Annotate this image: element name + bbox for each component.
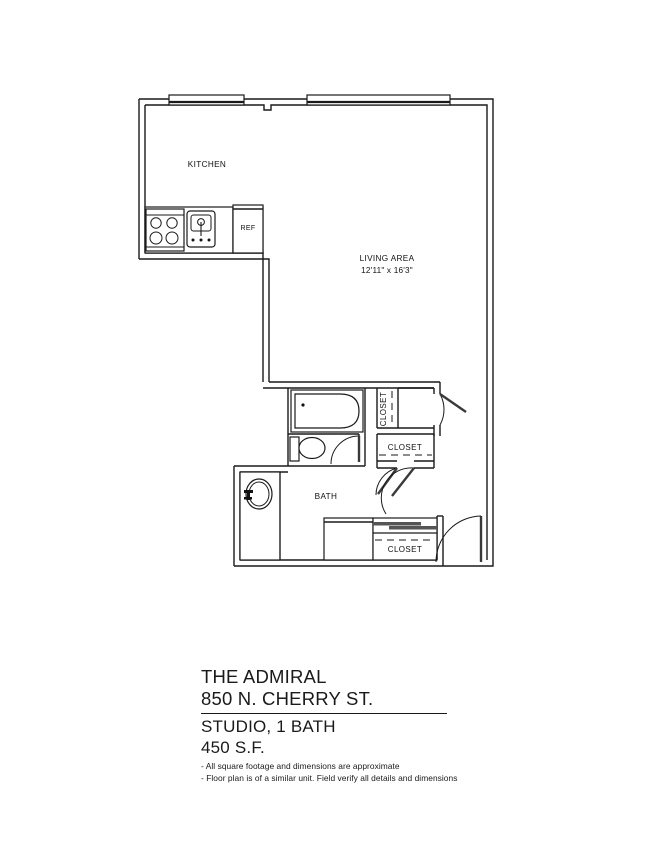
closet-vertical: CLOSET: [379, 391, 393, 426]
building-name: THE ADMIRAL: [201, 666, 327, 687]
window-left: [168, 94, 245, 106]
living-area-label: LIVING AREA: [360, 254, 415, 263]
window-right: [306, 94, 451, 106]
refrigerator-label: REF: [241, 225, 256, 232]
toilet: [289, 436, 326, 462]
closet-door-upper: [398, 387, 467, 426]
title-block: THE ADMIRAL 850 N. CHERRY ST. STUDIO, 1 …: [201, 666, 601, 784]
closet-bottom: CLOSET: [372, 517, 438, 561]
unit-type: STUDIO, 1 BATH: [201, 717, 336, 736]
kitchen-range: [145, 208, 185, 252]
kitchen-sink: [186, 210, 216, 248]
closet-vertical-label: CLOSET: [379, 392, 388, 426]
title-divider: [201, 713, 447, 714]
closet-middle: CLOSET: [379, 443, 432, 456]
living-area-dimensions: 12'11" x 16'3": [361, 266, 413, 275]
bathroom-door: [330, 435, 361, 465]
refrigerator: REF: [232, 204, 264, 254]
building-address: 850 N. CHERRY ST.: [201, 688, 374, 709]
bath-cabinet: [323, 517, 374, 561]
entry-door: [435, 515, 483, 563]
closet-middle-label: CLOSET: [388, 443, 422, 452]
closet-door-middle: [375, 467, 415, 515]
square-footage: 450 S.F.: [201, 738, 265, 757]
bathtub: [290, 389, 364, 433]
kitchen-label: KITCHEN: [188, 160, 226, 169]
disclaimer-note-1: - All square footage and dimensions are …: [201, 761, 400, 771]
closet-bottom-label: CLOSET: [388, 545, 422, 554]
bath-vanity: [239, 471, 281, 561]
disclaimer-note-2: - Floor plan is of a similar unit. Field…: [201, 772, 458, 783]
disclaimer-notes: - All square footage and dimensions are …: [201, 761, 601, 784]
bath-label: BATH: [315, 492, 338, 501]
